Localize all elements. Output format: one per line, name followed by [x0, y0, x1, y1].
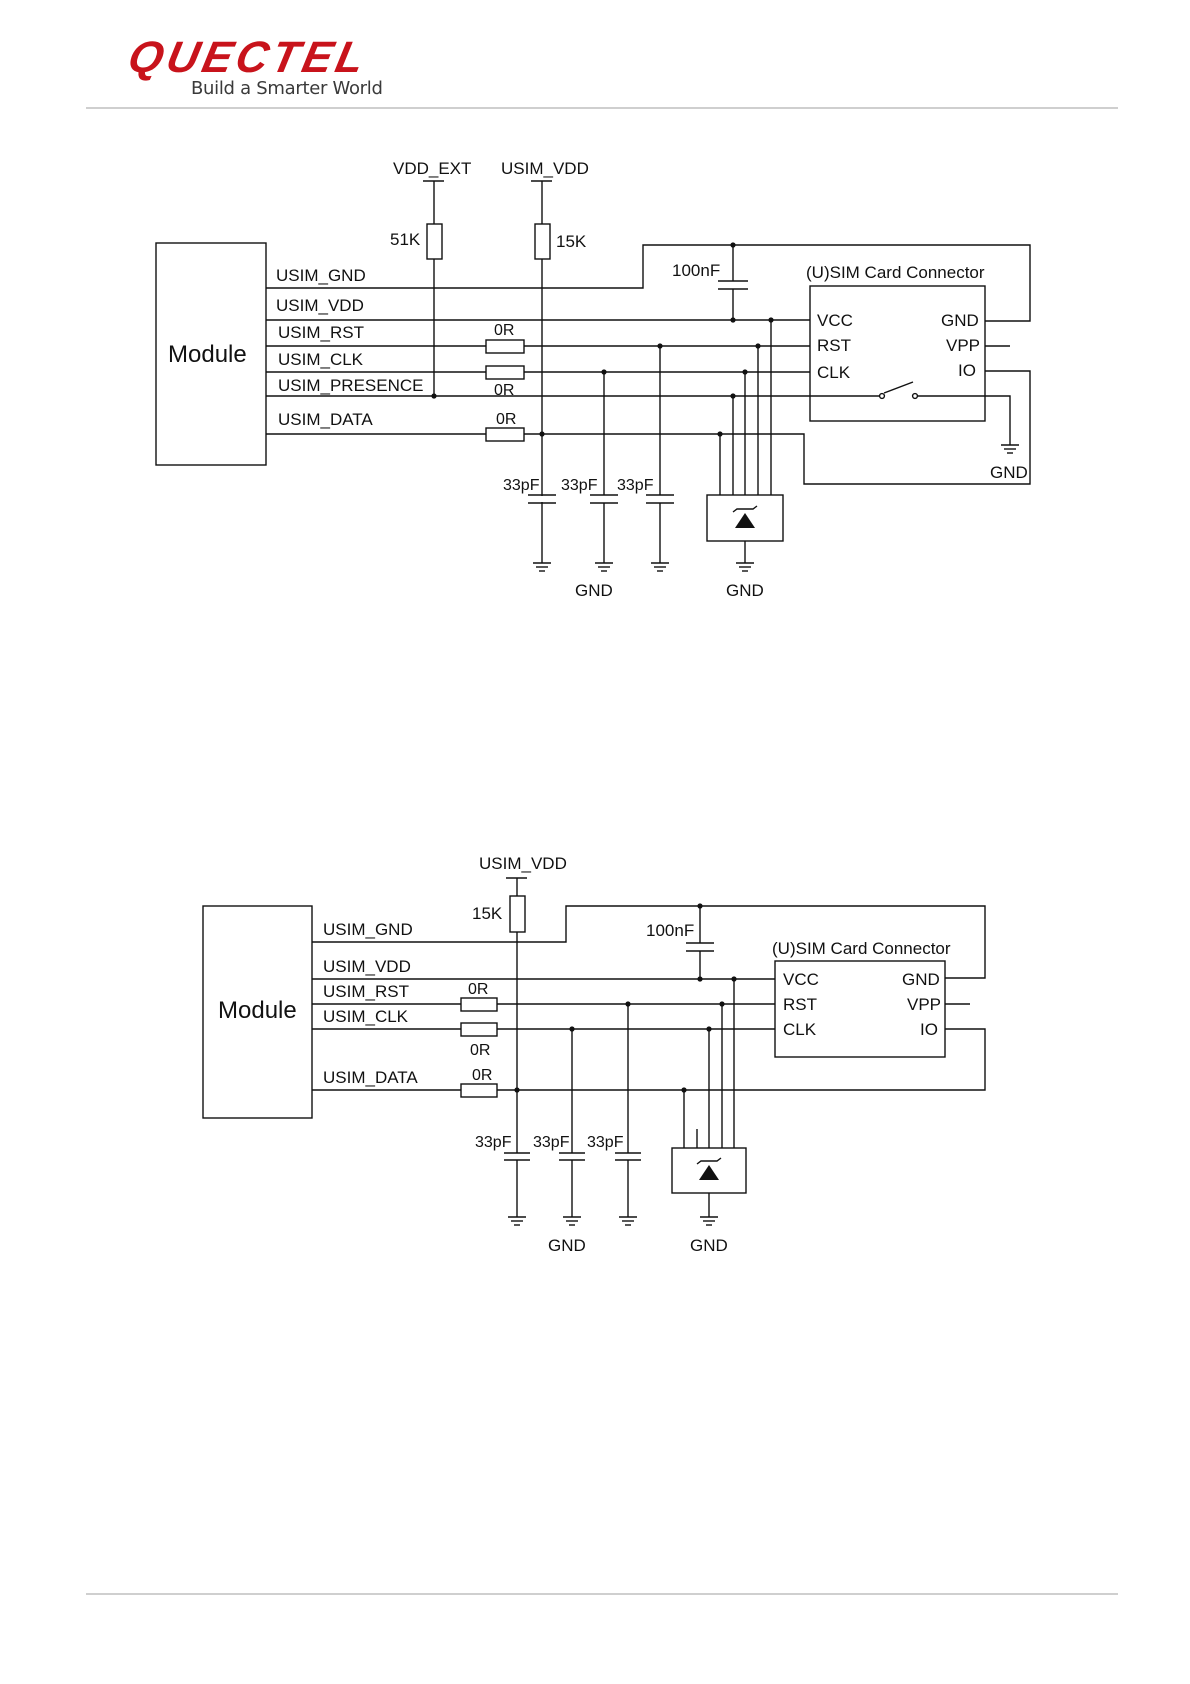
resistor-clk-label: 0R: [494, 382, 514, 399]
switch-contact-b: [911, 392, 919, 400]
cap1-gap: [514, 1154, 520, 1159]
logo-wordmark: QUECTEL: [123, 33, 373, 82]
signal-usim-presence: USIM_PRESENCE: [278, 376, 423, 395]
module-block: [202, 905, 313, 1119]
resistor-data-0r: [460, 1083, 498, 1098]
signal-usim-data: USIM_DATA: [278, 410, 373, 429]
junction-data: [514, 1087, 520, 1093]
sim-circuit-with-detect: Module USIM_GND USIM_VDD USIM_RST USIM_C…: [155, 159, 1031, 600]
cap2-label: 33pF: [561, 477, 598, 494]
junction-tvs-clk: [706, 1026, 712, 1032]
resistor-data-0r: [485, 427, 525, 442]
cap1-gap: [539, 496, 545, 502]
signal-usim-vdd: USIM_VDD: [323, 957, 411, 976]
rail-vdd-ext: VDD_EXT: [393, 159, 471, 178]
resistor-rst-label: 0R: [494, 322, 514, 339]
resistor-rst-0r: [485, 339, 525, 354]
junction-tvs-clk: [742, 369, 748, 375]
resistor-data-label: 0R: [496, 411, 516, 428]
pin-io: IO: [958, 361, 976, 380]
switch-contact-a: [878, 392, 886, 400]
junction-tvs-data: [681, 1087, 687, 1093]
junction-tvs-rst: [755, 343, 761, 349]
pin-io: IO: [920, 1020, 938, 1039]
gnd-line: [312, 905, 986, 979]
signal-usim-vdd: USIM_VDD: [276, 296, 364, 315]
resistor-clk-label: 0R: [470, 1042, 490, 1059]
resistor-clk-0r: [460, 1022, 498, 1037]
pin-rst: RST: [817, 336, 851, 355]
switch-blade: [883, 381, 914, 394]
pin-vcc: VCC: [783, 970, 819, 989]
logo-tagline: Build a Smarter World: [191, 78, 383, 99]
sim-connector-title: (U)SIM Card Connector: [772, 939, 951, 958]
resistor-data-label: 0R: [472, 1067, 492, 1084]
sim-connector-block: [809, 285, 986, 422]
gnd-tvs-label: GND: [690, 1236, 728, 1255]
resistor-15k: [509, 895, 526, 933]
module-label: Module: [218, 997, 297, 1024]
module-block: [155, 242, 267, 466]
gnd-caps-label: GND: [575, 581, 613, 600]
resistor-51k-label: 51K: [390, 230, 421, 249]
pin-clk: CLK: [817, 363, 851, 382]
junction-tvs-data: [717, 431, 723, 437]
tvs-diode-icon: [699, 1165, 719, 1180]
resistor-15k-label: 15K: [556, 232, 587, 251]
signal-usim-clk: USIM_CLK: [278, 350, 364, 369]
tvs-zener-bar: [732, 505, 758, 513]
junction-tvs-vcc: [731, 976, 737, 982]
junction-tvs-presence: [730, 393, 736, 399]
signal-usim-clk: USIM_CLK: [323, 1007, 409, 1026]
cap3-label: 33pF: [617, 477, 654, 494]
rail-usim-vdd: USIM_VDD: [479, 854, 567, 873]
header-rule: [86, 107, 1118, 109]
cap1-label: 33pF: [475, 1134, 512, 1151]
pin-vcc: VCC: [817, 311, 853, 330]
resistor-clk-0r: [485, 365, 525, 380]
signal-usim-gnd: USIM_GND: [276, 266, 366, 285]
resistor-15k-label: 15K: [472, 904, 503, 923]
signal-usim-rst: USIM_RST: [278, 323, 364, 342]
cap-100nf-label: 100nF: [672, 261, 720, 280]
resistor-15k: [534, 223, 551, 260]
module-label: Module: [168, 341, 247, 368]
gnd-switch-label: GND: [990, 463, 1028, 482]
resistor-51k: [426, 223, 443, 260]
resistor-rst-label: 0R: [468, 981, 488, 998]
gnd-tvs-label: GND: [726, 581, 764, 600]
junction-data: [539, 431, 545, 437]
junction-tvs-vcc: [768, 317, 774, 323]
pin-vpp: VPP: [907, 995, 941, 1014]
junction-cap-vdd: [730, 317, 736, 323]
data-line-b: [497, 1028, 986, 1091]
tvs-diode-icon: [735, 513, 755, 528]
sim-circuit-no-detect: Module USIM_GND USIM_VDD USIM_RST USIM_C…: [202, 854, 986, 1255]
tvs-zener-bar: [696, 1157, 722, 1165]
junction-cap-vdd: [697, 976, 703, 982]
pin-gnd: GND: [941, 311, 979, 330]
gnd-caps-label: GND: [548, 1236, 586, 1255]
sim-connector-title: (U)SIM Card Connector: [806, 263, 985, 282]
pin-gnd: GND: [902, 970, 940, 989]
signal-usim-gnd: USIM_GND: [323, 920, 413, 939]
resistor-rst-0r: [460, 997, 498, 1012]
signal-usim-rst: USIM_RST: [323, 982, 409, 1001]
pin-clk: CLK: [783, 1020, 817, 1039]
junction-tvs-rst: [719, 1001, 725, 1007]
cap-100nf-label: 100nF: [646, 921, 694, 940]
sim-connector-block: [774, 960, 946, 1058]
pin-vpp: VPP: [946, 336, 980, 355]
cap2-label: 33pF: [533, 1134, 570, 1151]
quectel-logo: QUECTEL Build a Smarter World: [123, 33, 445, 102]
cap1-label: 33pF: [503, 477, 540, 494]
junction-presence: [431, 393, 437, 399]
pin-rst: RST: [783, 995, 817, 1014]
cap3-label: 33pF: [587, 1134, 624, 1151]
gnd-line: [266, 244, 1031, 322]
footer-rule: [86, 1593, 1118, 1595]
signal-usim-data: USIM_DATA: [323, 1068, 418, 1087]
rail-usim-vdd: USIM_VDD: [501, 159, 589, 178]
